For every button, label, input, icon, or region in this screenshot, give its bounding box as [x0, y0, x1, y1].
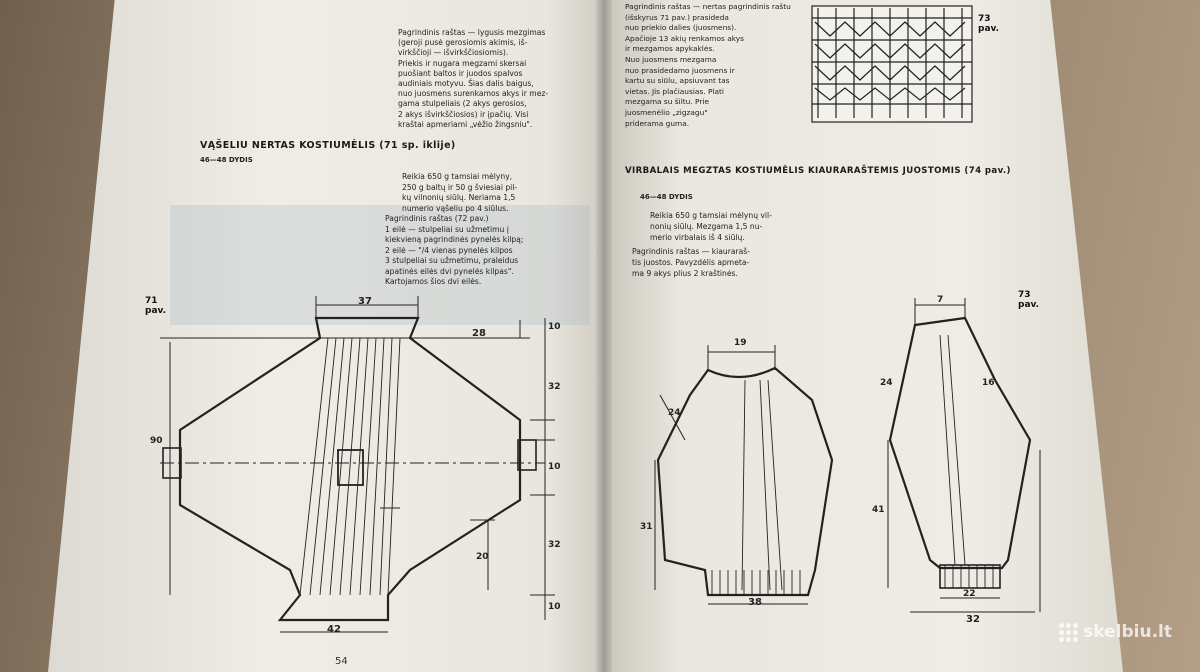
- dim-sleeve-right: 16: [982, 378, 995, 388]
- dim-bottom: 42: [327, 624, 341, 635]
- left-page-number: 54: [335, 656, 348, 667]
- left-pattern: Pagrindinis raštas (72 pav.) 1 eilė — st…: [385, 214, 524, 286]
- right-figure-label-top: 73 pav.: [978, 14, 1000, 34]
- dim-sleeve-left: 24: [880, 378, 893, 388]
- watermark-logo-icon: [1059, 622, 1079, 642]
- dim-right-mid: 10: [548, 462, 561, 472]
- dim-inner: 20: [476, 552, 489, 562]
- dim-top: 37: [358, 296, 372, 307]
- right-heading: VIRBALAIS MEGZTAS KOSTIUMĖLIS KIAURARAŠT…: [625, 166, 1011, 176]
- book-spine: [596, 0, 612, 672]
- watermark: skelbiu.lt: [1059, 622, 1172, 642]
- left-figure-label: 71 pav.: [145, 296, 167, 316]
- right-size-label: 46—48 DYDIS: [640, 193, 693, 201]
- stitch-chart: [811, 5, 973, 123]
- right-front-diagram: [654, 345, 834, 605]
- dim-shoulder-slope: 24: [668, 408, 681, 418]
- dim-left-height: 90: [150, 436, 163, 446]
- dim-waist: 38: [748, 597, 762, 608]
- left-size-label: 46—48 DYDIS: [200, 156, 253, 164]
- left-page: [48, 0, 603, 672]
- right-pattern: Pagrindinis raštas — kiauraraš- tis juos…: [632, 247, 750, 278]
- left-garment-diagram: [160, 296, 555, 633]
- dim-shoulder: 28: [472, 328, 486, 339]
- left-materials: Reikia 650 g tamsiai mėlyny, 250 g baltų…: [402, 172, 518, 213]
- dim-neck: 19: [734, 338, 747, 348]
- dim-sleeve-body: 41: [872, 505, 885, 515]
- dim-right-lower: 32: [548, 540, 561, 550]
- left-heading: VĄŠELIU NERTAS KOSTIUMĖLIS (71 sp. iklij…: [200, 140, 456, 151]
- dim-sleeve-top: 7: [937, 295, 944, 305]
- right-figure-label-bottom: 73 pav.: [1018, 290, 1040, 310]
- dim-right-bottom: 10: [548, 602, 561, 612]
- watermark-text: skelbiu.lt: [1083, 622, 1172, 642]
- intro-text: Pagrindinis raštas — lygusis mezgimas (g…: [398, 28, 549, 129]
- right-top-text: Pagrindinis raštas — nertas pagrindinis …: [625, 2, 791, 128]
- dim-right-top: 10: [548, 322, 561, 332]
- dim-right-upper: 32: [548, 382, 561, 392]
- dim-body-height: 31: [640, 522, 653, 532]
- dim-sleeve-bottom: 32: [966, 614, 980, 625]
- right-sleeve-diagram: [887, 298, 1041, 613]
- right-materials: Reikia 650 g tamsiai mėlynų vil- nonių s…: [650, 211, 772, 242]
- dim-cuff: 22: [963, 589, 976, 599]
